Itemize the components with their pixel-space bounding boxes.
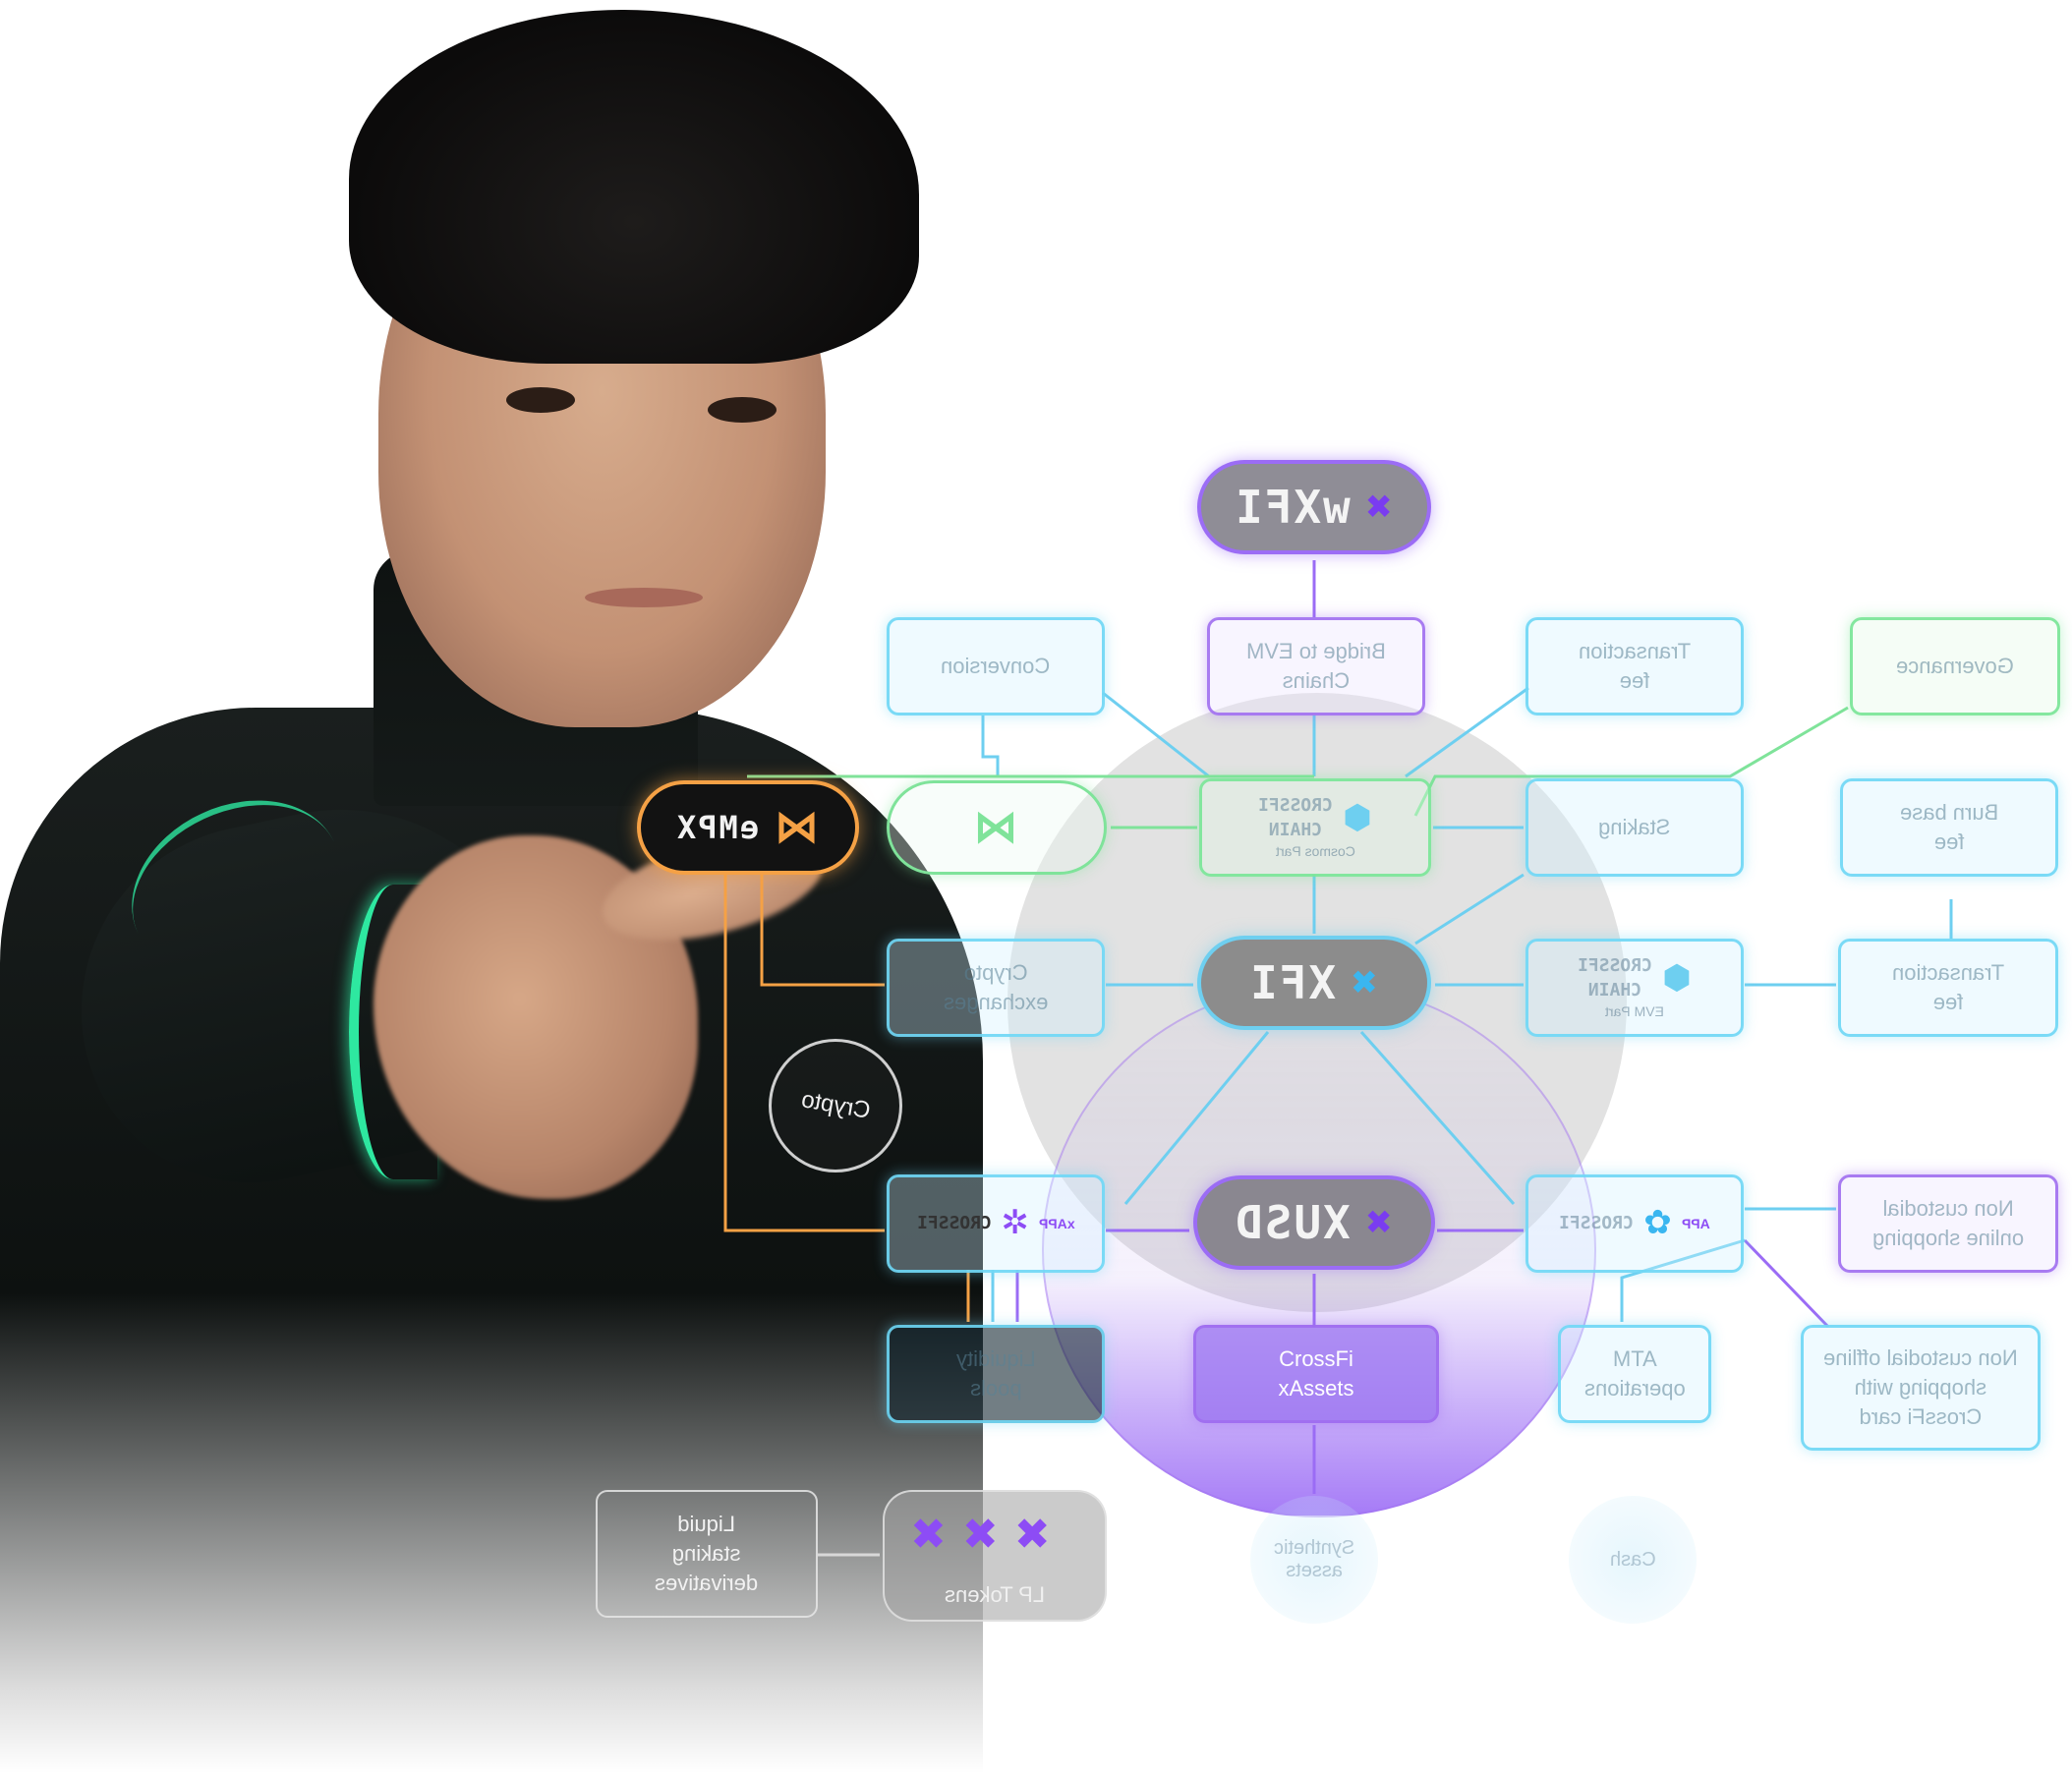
xfi-pill: XFI ✖ [1197,936,1431,1030]
bridge-label: Bridge to EVM Chains [1246,639,1386,693]
crossfi-app-node: CROSSFI ✿ APP [1525,1174,1744,1273]
transaction-fee-right-node: Transaction fee [1838,939,2058,1037]
atm-operations-node: ATM operations [1558,1325,1711,1423]
left-eye [506,387,575,413]
right-eye [708,397,777,423]
lp-token-icon: ✖ [961,1511,1014,1559]
lp-token-icons: ✖✖✖ [910,1510,1066,1560]
liquid-staking-node: Liquid staking derivatives [596,1490,818,1618]
crossfi-xapp-tag: xAPP [1038,1215,1075,1231]
liquidity-pools-label: Liquidity pools [955,1346,1036,1401]
bridge-node: Bridge to EVM Chains [1207,617,1425,715]
synthetic-assets-label: Synthetic assets [1273,1537,1355,1581]
xfi-label: XFI [1248,956,1337,1009]
crosschain-evm-node: CROSSFI CHAIN ⬢ EVM Part [1525,939,1744,1037]
crossfi-xassets-label: CrossFi xAssets [1278,1346,1354,1401]
non-custodial-online-label: Non custodial online shopping [1871,1196,2025,1250]
conversion-node: Conversion [887,617,1105,715]
atm-operations-label: ATM operations [1583,1346,1686,1401]
burn-base-fee-node: Burn base fee [1840,778,2058,877]
crosschain-cosmos-sub: Cosmos Part [1275,842,1355,859]
crossfi-xassets-node: CrossFi xAssets [1193,1325,1439,1423]
crosschain-evm-brand: CROSSFI CHAIN [1578,955,1653,1001]
lp-token-icon: ✖ [910,1511,962,1559]
non-custodial-online-node: Non custodial online shopping [1838,1174,2058,1273]
wxfi-pill: wXFI ✖ [1197,460,1431,554]
liquidity-pools-node: Liquidity pools [887,1325,1105,1423]
cash-label: Cash [1609,1548,1656,1571]
transaction-fee-top-label: Transaction fee [1578,639,1692,693]
app-flower-icon: ✿ [1643,1204,1672,1242]
crossfi-app-tag: APP [1681,1215,1710,1231]
lp-tokens-label: LP Tokens [885,1582,1105,1608]
mouth [585,588,703,607]
crosschain-cosmos-brand: CROSSFI CHAIN [1258,795,1334,840]
xfi-logo-icon: ✖ [1352,957,1380,1007]
transaction-fee-right-label: Transaction fee [1891,960,2005,1014]
staking-node: Staking [1525,778,1744,877]
governance-label: Governance [1896,654,2014,679]
xusd-label: XUSD [1234,1196,1352,1249]
transaction-fee-top-node: Transaction fee [1525,617,1744,715]
crypto-circle: Crypto [769,1039,902,1172]
cube-icon: ⬢ [1343,798,1372,836]
person-pointing [0,0,983,1773]
lp-tokens-node: ✖✖✖ LP Tokens [883,1490,1107,1622]
lp-tokens-text: LP Tokens [945,1582,1045,1607]
synthetic-assets-circle: Synthetic assets [1250,1496,1378,1624]
crossfi-xapp-brand: CROSSFI [916,1212,992,1233]
hair [349,10,919,364]
mpx-label: eMPX [675,809,760,846]
crypto-circle-label: Crypto [798,1086,873,1124]
burn-base-fee-label: Burn base fee [1899,800,1999,854]
wxfi-label: wXFI [1234,481,1352,534]
crossfi-xapp-node: CROSSFI ✲ xAPP [887,1174,1105,1273]
cuff-glow-stripe [349,885,437,1179]
lp-token-icon: ✖ [1013,1511,1066,1559]
staking-label: Staking [1598,815,1671,840]
crosschain-evm-sub: EVM Part [1605,1002,1664,1019]
non-custodial-offline-label: Non custodial offline shopping with Cros… [1823,1345,2018,1429]
xusd-logo-icon: ✖ [1366,1197,1395,1247]
crypto-exchanges-node: Crypto exchanges [887,939,1105,1037]
liquid-staking-label: Liquid staking derivatives [655,1512,759,1595]
crossfi-app-brand: CROSSFI [1559,1212,1635,1233]
mpx-logo-icon: ⋈ [974,802,1019,852]
mpx-pill: eMPX ⋈ [637,780,859,875]
crosschain-cosmos-node: CROSSFI CHAIN ⬢ Cosmos Part [1199,778,1431,877]
crypto-exchanges-label: Crypto exchanges [943,960,1049,1014]
xusd-pill: XUSD ✖ [1193,1175,1435,1270]
mpx-logo-icon: ⋈ [775,802,821,852]
governance-node: Governance [1850,617,2060,715]
cash-circle: Cash [1569,1496,1697,1624]
xfi-logo-icon: ✖ [1366,482,1395,532]
conversion-label: Conversion [941,654,1051,679]
non-custodial-offline-node: Non custodial offline shopping with Cros… [1801,1325,2041,1451]
xapp-icon: ✲ [1001,1204,1029,1242]
cube-icon: ⬢ [1662,958,1692,997]
mpx-mirror-pill: ⋈ [887,780,1107,875]
